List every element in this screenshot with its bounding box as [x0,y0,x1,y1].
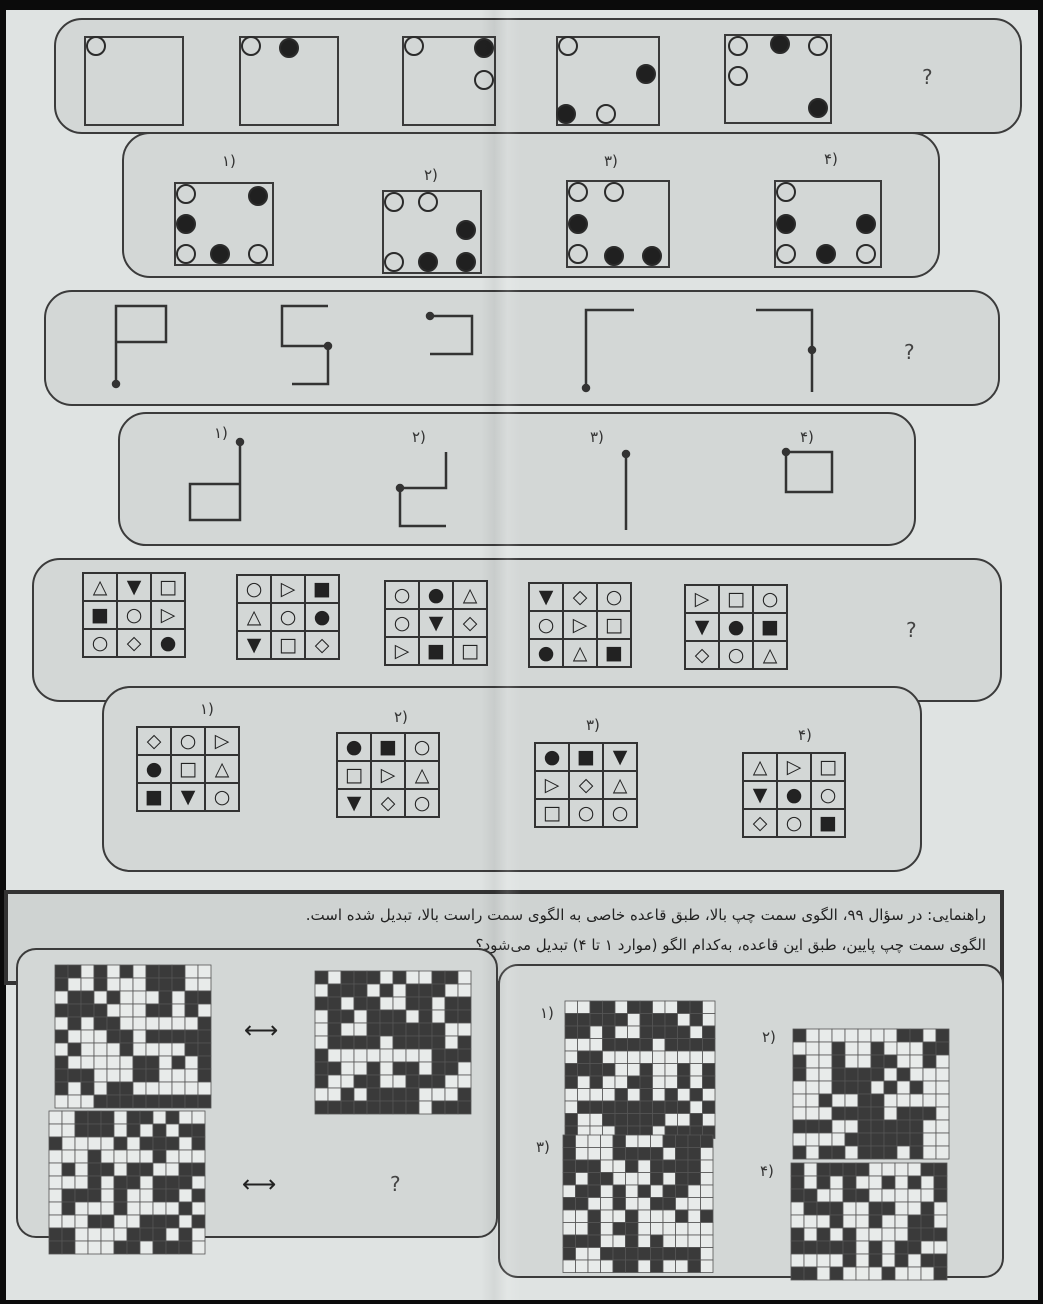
q4-option-3-label: ۳) [536,1138,550,1156]
q4-option-1[interactable] [564,1000,716,1144]
q1-option-3[interactable] [566,180,676,266]
q1-options-panel: ۱) ۲) ۳) ۴) [122,132,940,278]
q4-example-panel: ⟷ ⟷ ? [16,948,498,1238]
matrix-cells [564,1000,716,1140]
q4-matrix-bottom-left [48,1110,206,1259]
q3-question-mark: ? [906,618,917,642]
q4-option-4[interactable] [790,1162,948,1285]
q3-sequence-panel: △▼□ ■○▷ ○◇● ○▷■ △○● ▼□◇ ○●△ ○▼◇ ▷■□ ▼◇○ … [32,558,1002,702]
matrix-cells [314,970,472,1115]
q3-option-3-label: ۳) [586,716,600,734]
q1-option-4[interactable] [774,180,884,270]
q3-grid-2: ○▷■ △○● ▼□◇ [236,574,340,660]
matrix-cells [790,1162,948,1281]
q1-option-1[interactable] [174,182,274,268]
q2-option-figures[interactable] [120,414,914,544]
q1-option-4-label: ۴) [824,150,838,168]
q1-figure-5 [724,34,834,124]
q4-option-2-label: ۲) [762,1028,776,1046]
matrix-cells [792,1028,950,1160]
q2-question-mark: ? [904,340,915,364]
q3-option-2[interactable]: ●■○ □▷△ ▼◇○ [336,732,440,818]
q3-option-1-label: ۱) [200,700,214,718]
q1-question-mark: ? [922,65,933,89]
instruction-line-1: راهنمایی: در سؤال ۹۹، الگوی سمت چپ بالا،… [22,900,986,930]
q3-options-panel: ۱) ◇○▷ ●□△ ■▼○ ۲) ●■○ □▷△ ▼◇○ ۳) ●■▼ ▷◇△… [102,686,922,872]
matrix-cells [48,1110,206,1255]
q3-option-2-label: ۲) [394,708,408,726]
q1-figure-2 [239,36,339,126]
q1-option-2-label: ۲) [424,166,438,184]
q4-option-4-label: ۴) [760,1162,774,1180]
q2-figures [46,292,998,404]
q3-grid-1: △▼□ ■○▷ ○◇● [82,572,186,658]
q4-question-mark: ? [390,1172,401,1196]
q4-option-2[interactable] [792,1028,950,1164]
q2-sequence-panel: ? [44,290,1000,406]
exam-sheet: ? ۱) ۲) ۳) [6,10,1038,1300]
q1-option-3-label: ۳) [604,152,618,170]
q1-option-2[interactable] [382,190,482,276]
q2-options-panel: ۱) ۲) ۳) ۴) [118,412,916,546]
q1-figure-1 [84,36,184,126]
q1-sequence-panel: ? [54,18,1022,134]
q4-option-1-label: ۱) [540,1004,554,1022]
q4-arrow-top: ⟷ [244,1016,278,1044]
q3-grid-5: ▷□○ ▼●■ ◇○△ [684,584,788,670]
q4-matrix-top-left [54,964,212,1113]
q3-option-1[interactable]: ◇○▷ ●□△ ■▼○ [136,726,240,812]
q4-option-3[interactable] [562,1134,714,1278]
q3-grid-4: ▼◇○ ○▷□ ●△■ [528,582,632,668]
q3-option-4-label: ۴) [798,726,812,744]
q1-figure-3 [402,36,502,126]
matrix-cells [54,964,212,1109]
q4-options-panel: ۱) ۲) ۳) ۴) [498,964,1004,1278]
matrix-cells [562,1134,714,1274]
q1-option-1-label: ۱) [222,152,236,170]
q3-option-4[interactable]: △▷□ ▼●○ ◇○■ [742,752,846,838]
q4-matrix-top-right [314,970,472,1119]
q3-option-3[interactable]: ●■▼ ▷◇△ □○○ [534,742,638,828]
q1-figure-4 [556,36,666,126]
q4-arrow-bottom: ⟷ [242,1170,276,1198]
q3-grid-3: ○●△ ○▼◇ ▷■□ [384,580,488,666]
